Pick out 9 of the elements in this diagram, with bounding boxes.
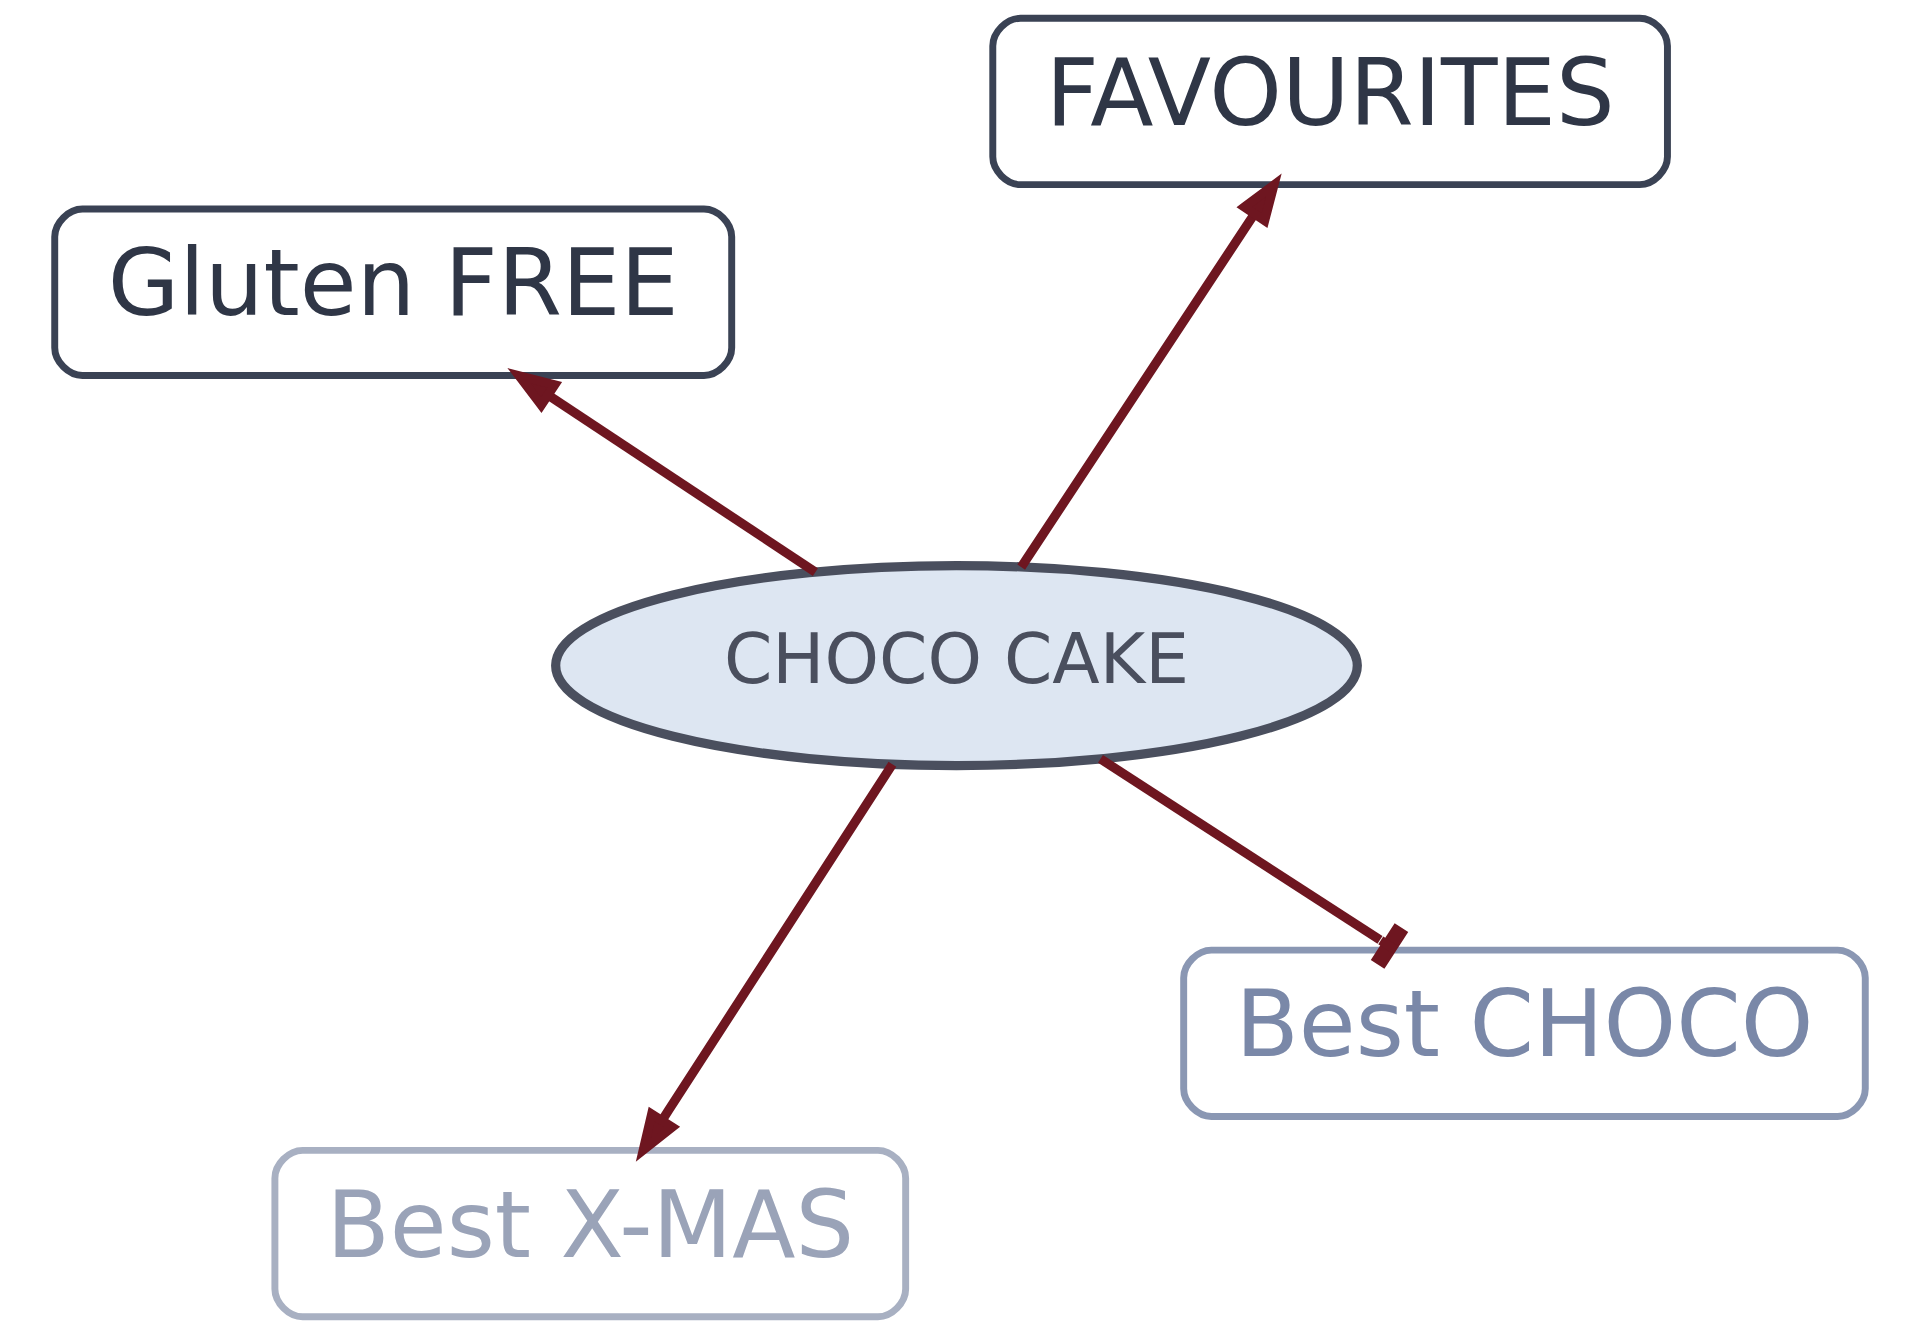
node-box: Best CHOCO xyxy=(1180,946,1869,1120)
node-ellipse: CHOCO CAKE xyxy=(551,560,1362,770)
node-box: Best X-MAS xyxy=(271,1146,910,1320)
arrow xyxy=(507,367,818,576)
node-box: Gluten FREE xyxy=(51,205,736,379)
arrow xyxy=(635,761,897,1162)
connector xyxy=(1097,754,1409,969)
arrow xyxy=(1017,172,1282,570)
node-box: FAVOURITES xyxy=(989,14,1671,188)
